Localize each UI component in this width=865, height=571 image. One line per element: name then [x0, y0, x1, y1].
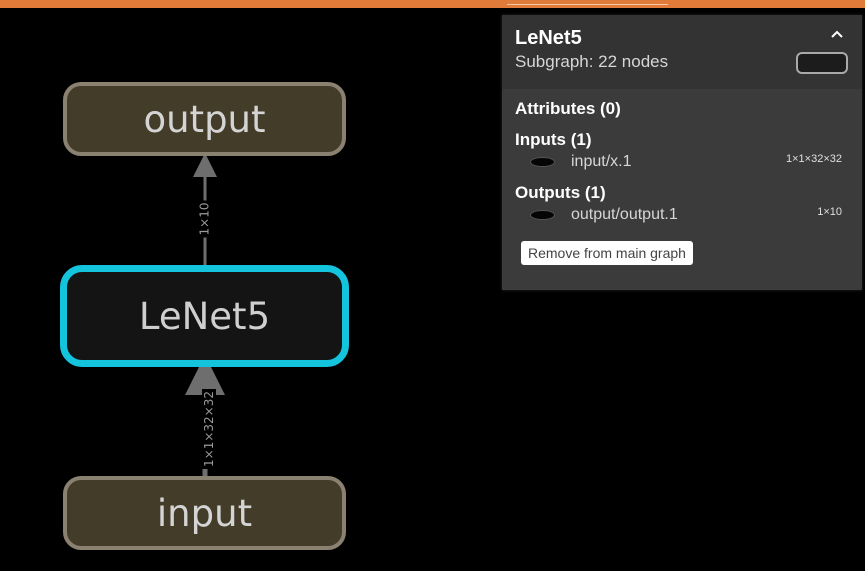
- edge-label-input-shape: 1×1×32×32: [201, 389, 216, 469]
- edge-label-output-shape: 1×10: [197, 200, 212, 238]
- outputs-section-title: Outputs (1): [515, 183, 606, 202]
- output-row[interactable]: output/output.1 1×10: [515, 204, 849, 225]
- panel-header: LeNet5 Subgraph: 22 nodes: [502, 15, 862, 89]
- output-name: output/output.1: [571, 206, 678, 223]
- output-shape: 1×10: [817, 206, 842, 218]
- node-info-panel: LeNet5 Subgraph: 22 nodes Attributes (0)…: [502, 15, 862, 290]
- chevron-up-icon: [831, 30, 843, 38]
- graph-node-input[interactable]: input: [63, 476, 346, 550]
- panel-title: LeNet5: [515, 27, 582, 49]
- tensor-dot-icon: [530, 210, 555, 220]
- graph-node-output[interactable]: output: [63, 82, 346, 156]
- attributes-section-title: Attributes (0): [515, 99, 621, 118]
- expand-toggle-button[interactable]: [796, 52, 848, 74]
- graph-canvas[interactable]: output 1×10 LeNet5 1×1×32×32 input: [0, 0, 500, 571]
- inputs-section-title: Inputs (1): [515, 130, 592, 149]
- input-shape: 1×1×32×32: [786, 153, 842, 165]
- input-row[interactable]: input/x.1 1×1×32×32: [515, 151, 849, 172]
- collapse-button[interactable]: [828, 25, 846, 43]
- top-bar-tab-indicator: [507, 4, 668, 5]
- graph-node-lenet5[interactable]: LeNet5: [60, 265, 349, 367]
- input-name: input/x.1: [571, 153, 632, 170]
- top-bar: [0, 0, 865, 8]
- remove-from-main-graph-button[interactable]: Remove from main graph: [521, 241, 693, 265]
- tensor-dot-icon: [530, 157, 555, 167]
- panel-subtitle: Subgraph: 22 nodes: [515, 52, 669, 71]
- panel-body: Attributes (0) Inputs (1) input/x.1 1×1×…: [502, 89, 862, 265]
